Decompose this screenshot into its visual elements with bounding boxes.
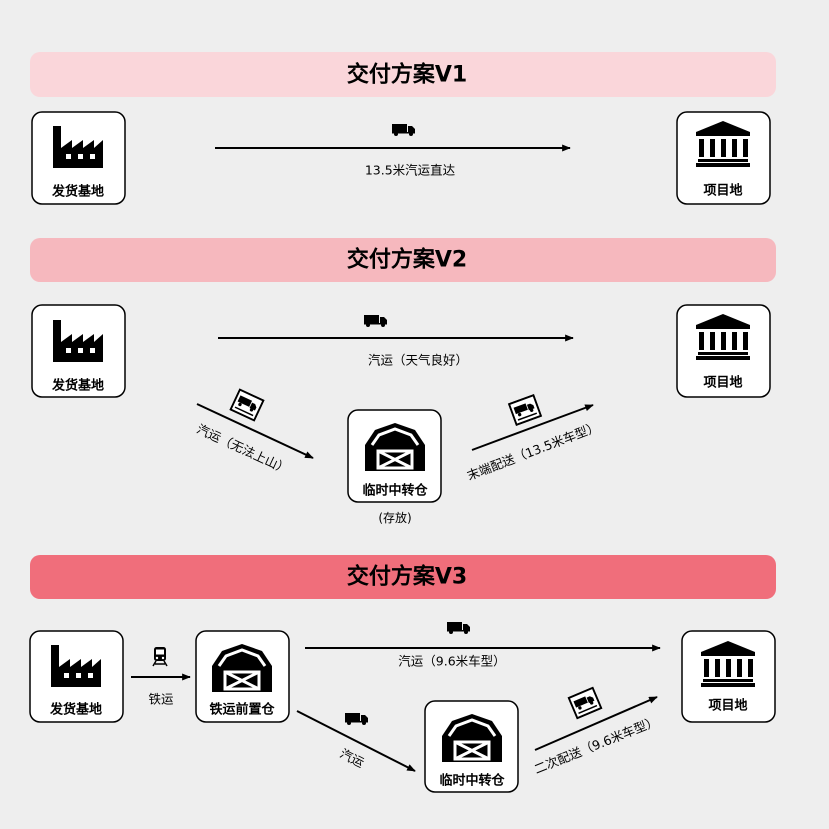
- node-destination: 项目地: [681, 630, 776, 723]
- route-arrow: [296, 710, 416, 772]
- route-arrow: [196, 403, 314, 459]
- node-label: 铁运前置仓: [208, 702, 275, 718]
- route-label: 铁运: [148, 692, 174, 707]
- node-destination: 项目地: [676, 304, 771, 398]
- node-origin: 发货基地: [29, 630, 124, 723]
- plan-v3: 交付方案V3 发货基地 铁运 铁运前置仓 汽运（9.6米车型） 项目地: [29, 555, 776, 793]
- route-direct: 汽运（天气良好）: [218, 315, 574, 368]
- node-destination: 项目地: [676, 111, 771, 205]
- node-transfer: 临时中转仓: [424, 700, 519, 793]
- node-label: 项目地: [703, 375, 742, 391]
- node-label: 发货基地: [51, 184, 104, 200]
- route-label: 13.5米汽运直达: [365, 163, 456, 178]
- plan-v1: 交付方案V1 发货基地 13.5米汽运直达 项目地: [30, 52, 776, 205]
- plan-v2-title: 交付方案V2: [347, 247, 467, 273]
- node-label: 临时中转仓: [362, 483, 428, 499]
- node-transfer: 临时中转仓 (存放): [347, 409, 442, 525]
- plan-v3-header: [30, 555, 776, 599]
- node-label: 项目地: [703, 183, 742, 199]
- node-label: 发货基地: [49, 702, 102, 718]
- node-origin: 发货基地: [31, 304, 126, 398]
- plan-v1-header: [30, 52, 776, 97]
- node-label: 项目地: [708, 698, 747, 714]
- route-direct: 13.5米汽运直达: [215, 124, 571, 178]
- plan-v2-header: [30, 238, 776, 282]
- plan-v1-title: 交付方案V1: [347, 62, 467, 88]
- route-rail: 铁运: [131, 647, 191, 707]
- plan-v3-title: 交付方案V3: [347, 564, 467, 590]
- route-arrow: [471, 404, 594, 451]
- route-label: 汽运（天气良好）: [368, 353, 468, 368]
- node-rail-warehouse: 铁运前置仓: [195, 630, 290, 723]
- node-origin: 发货基地: [31, 111, 126, 205]
- node-label: 临时中转仓: [439, 773, 505, 789]
- route-arrow: [534, 696, 658, 751]
- node-note: (存放): [378, 510, 411, 525]
- route-direct: 汽运（9.6米车型）: [305, 622, 661, 669]
- route-label: 汽运（9.6米车型）: [398, 654, 505, 669]
- node-label: 发货基地: [51, 378, 104, 394]
